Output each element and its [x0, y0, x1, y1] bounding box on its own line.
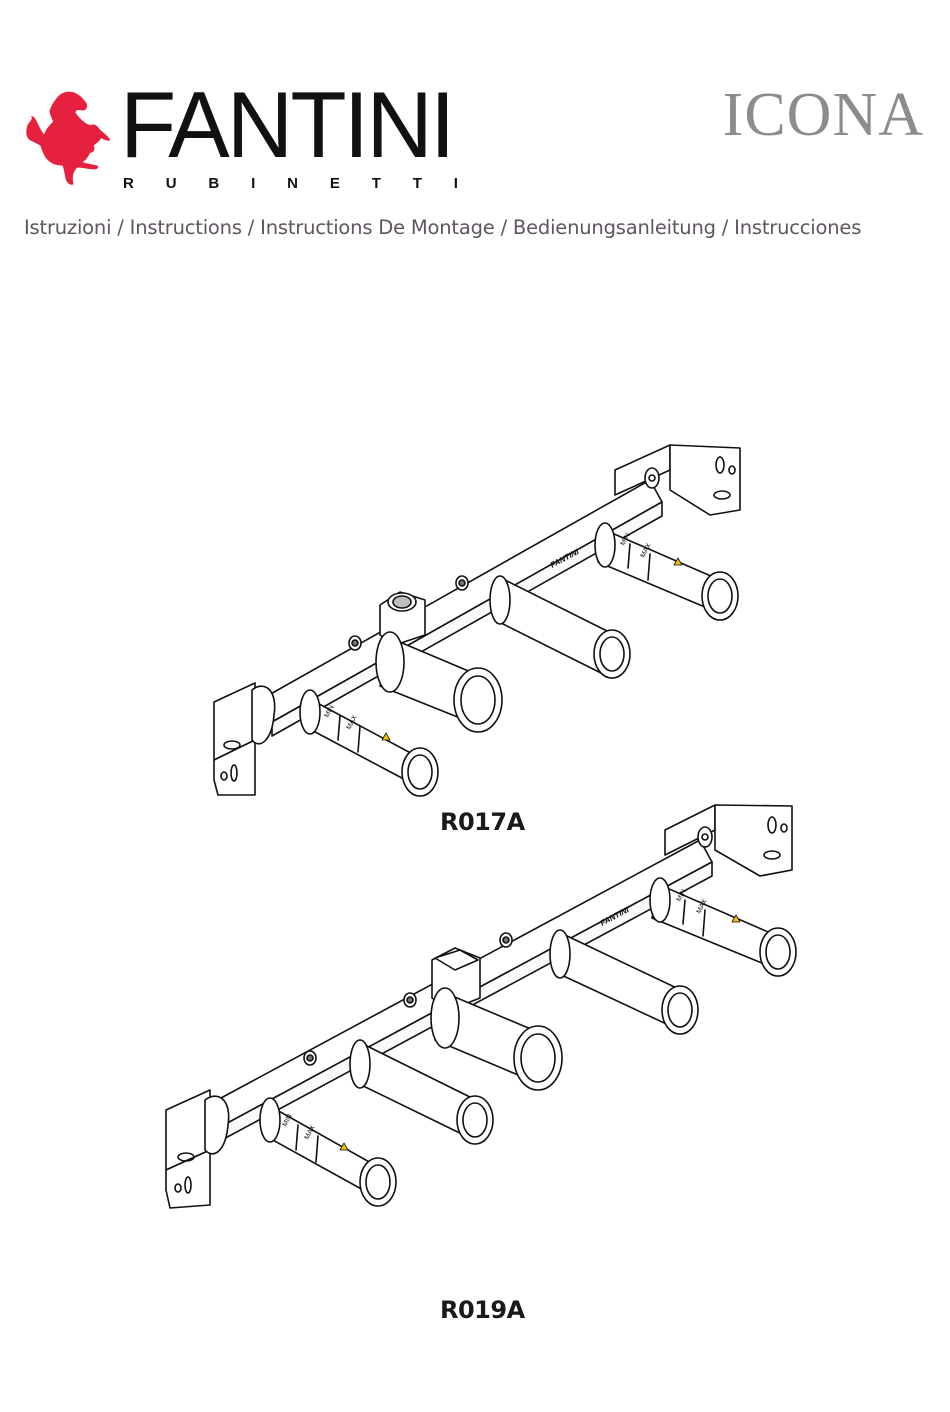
clamp-1	[303, 1050, 317, 1066]
clamp-3	[644, 467, 660, 489]
mounting-bracket-left	[165, 1089, 211, 1209]
rearing-horse-icon	[26, 91, 111, 185]
mounting-bracket-left	[213, 682, 256, 796]
outlet-cylinder-1: MIN MAX	[299, 689, 439, 797]
brand-wordmark: FANTINI	[120, 72, 456, 177]
tagline-letter: I	[251, 175, 256, 192]
series-title: ICONA	[722, 81, 924, 149]
clamp-2	[403, 992, 417, 1008]
clamp-4	[697, 826, 713, 848]
tagline-letter: N	[287, 175, 298, 192]
outlet-cylinder-5: MIN MAX	[649, 877, 797, 977]
outlet-cylinder-1: MIN MAX	[259, 1097, 397, 1207]
tagline-letter: U	[165, 175, 177, 192]
brand-tagline: R U B I N E T T I	[123, 175, 458, 192]
outlet-cylinder-2	[375, 631, 503, 733]
instructions-subtitle: Istruzioni / Instructions / Instructions…	[24, 216, 862, 239]
diagram-r017a: MIN MAX FANTINI MIN MAX	[200, 440, 760, 810]
outlet-cylinder-3	[489, 575, 631, 679]
outlet-cylinder-4: MIN MAX	[594, 522, 739, 621]
tagline-letter: T	[371, 175, 381, 192]
outlet-cylinder-2	[349, 1039, 494, 1145]
outlet-cylinder-4	[549, 929, 699, 1035]
tagline-letter: T	[412, 175, 422, 192]
model-label-r017a: R017A	[440, 808, 525, 836]
tagline-letter: B	[208, 175, 220, 192]
tagline-letter: R	[123, 175, 134, 192]
diagram-r019a: MIN MAX FANTINI	[160, 800, 800, 1220]
model-label-r019a: R019A	[440, 1296, 525, 1324]
outlet-cylinder-3	[430, 987, 563, 1091]
clamp-3	[499, 932, 513, 948]
clamp-1	[348, 635, 362, 651]
mounting-bracket-right	[664, 804, 793, 877]
clamp-2	[455, 575, 469, 591]
mounting-bracket-right	[614, 444, 741, 516]
tagline-letter: E	[329, 175, 340, 192]
tagline-letter: I	[453, 175, 458, 192]
